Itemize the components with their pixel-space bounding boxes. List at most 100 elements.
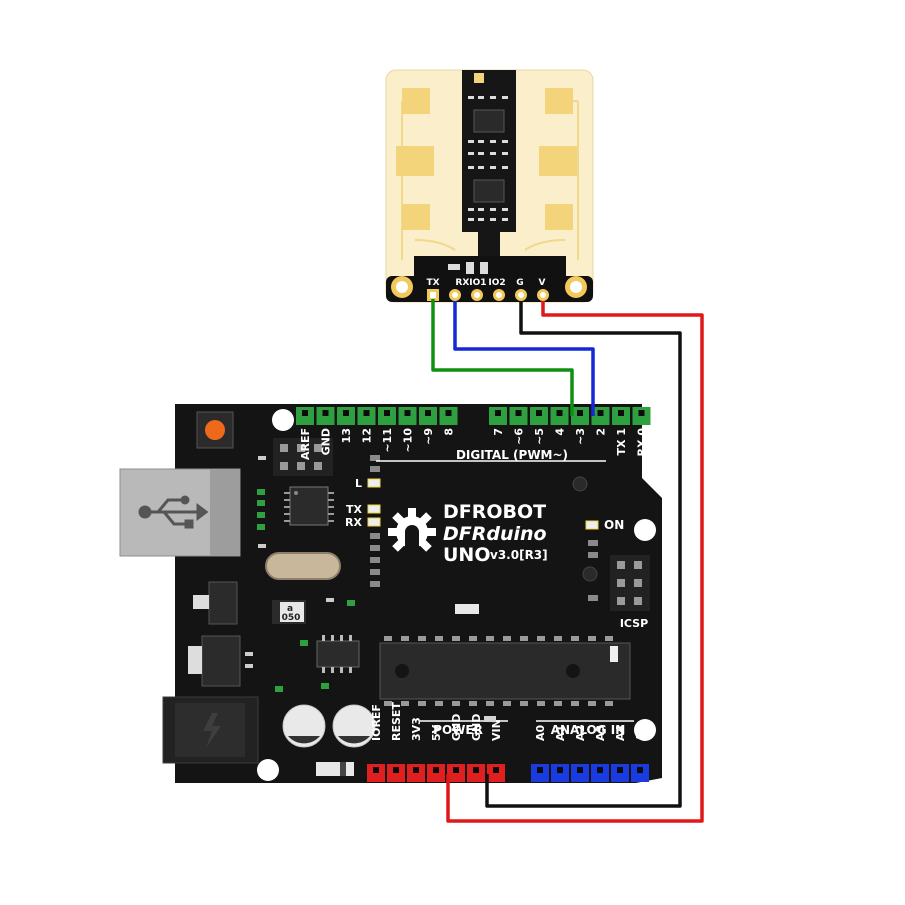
digital-pin-label: ~6 <box>513 428 526 445</box>
power-pin-label: 5V <box>430 724 443 741</box>
crystal-oscillator <box>265 552 341 580</box>
brand-line1: DFROBOT <box>443 501 546 523</box>
antenna-pad <box>545 88 573 114</box>
analog-pin-label: A3 <box>594 725 607 741</box>
digital-pin-hole <box>597 410 604 416</box>
led-rx <box>367 517 381 527</box>
digital-label: DIGITAL (PWM~) <box>456 448 568 462</box>
wire-gnd <box>485 301 682 808</box>
antenna-pad <box>402 88 430 114</box>
digital-pin-label: 2 <box>595 428 608 436</box>
analog-pin-label: A2 <box>574 725 587 741</box>
digital-pin-label: 8 <box>443 428 456 436</box>
power-pin-hole <box>413 767 419 773</box>
digital-pin-hole <box>577 410 583 416</box>
mcu-pins <box>384 636 613 706</box>
mounting-hole <box>272 409 294 431</box>
analog-pin-labels: A0 A1 A2 A3 A4 A5 <box>534 724 647 741</box>
power-pin-hole <box>433 767 439 773</box>
power-pin-hole <box>393 767 399 773</box>
analog-pin-label: A1 <box>554 725 567 741</box>
digital-pin-hole <box>495 410 501 416</box>
digital-pin-hole <box>384 410 390 416</box>
wire-rx <box>453 301 595 416</box>
power-label: POWER <box>433 723 483 737</box>
antenna-pad <box>402 204 430 230</box>
lightning-icon <box>203 713 221 748</box>
mounting-hole <box>257 759 279 781</box>
digital-header[interactable] <box>296 407 651 425</box>
voltage-regulator <box>208 581 238 625</box>
digital-pin-label: ~3 <box>574 428 587 445</box>
digital-pin-label: ~11 <box>381 428 394 453</box>
digital-pin-hole <box>515 410 522 416</box>
analog-header[interactable] <box>531 764 649 782</box>
dfrobot-gear-icon <box>388 508 436 556</box>
sensor-pin-label-g: G <box>516 278 523 288</box>
digital-pin-label: GND <box>320 428 333 455</box>
analog-label: ANALOG IN <box>551 723 626 737</box>
analog-pin-hole <box>637 767 643 773</box>
usb-icon <box>138 495 209 529</box>
antenna-pad <box>396 146 434 176</box>
digital-pin-label: 7 <box>492 428 505 436</box>
mounting-hole <box>634 719 656 741</box>
analog-pin-label: A5 <box>634 725 647 741</box>
power-pin-hole <box>453 767 459 773</box>
analog-pin-hole <box>557 767 563 773</box>
power-pin-label: VIN <box>490 719 503 741</box>
led-on <box>585 520 599 530</box>
arduino-board: a 050 <box>119 404 662 783</box>
digital-pin-label: ~9 <box>422 428 435 445</box>
sensor-pin-label-v: V <box>539 278 546 288</box>
digital-pin-hole <box>404 410 411 416</box>
digital-pin-hole <box>556 410 563 416</box>
digital-pin-label: 13 <box>340 428 353 443</box>
digital-pin-hole <box>536 410 542 416</box>
led-l <box>367 478 381 488</box>
chip-marking-b: 050 <box>282 613 301 623</box>
sensor-pin-pads <box>427 289 549 301</box>
power-pin-label: RESET <box>390 702 403 741</box>
digital-pin-label: 12 <box>361 428 374 443</box>
digital-pin-hole <box>302 410 308 416</box>
brand-line2: DFRduino <box>443 523 547 545</box>
microcontroller-dip28 <box>379 642 631 700</box>
wire-vcc <box>446 301 704 823</box>
led-tx <box>367 504 381 514</box>
analog-pin-hole <box>597 767 603 773</box>
analog-pin-label: A4 <box>614 724 627 741</box>
digital-pin-label: RX 0 <box>636 428 649 457</box>
digital-pin-hole <box>363 410 370 416</box>
sensor-pin-label-tx: TX <box>426 278 439 288</box>
led-label-l: L <box>355 477 362 490</box>
voltage-regulator <box>201 635 241 687</box>
icsp-header-usb <box>273 438 333 476</box>
led-label-rx: RX <box>345 516 362 529</box>
digital-pin-label: AREF <box>299 428 312 460</box>
board-model: UNO <box>443 544 490 566</box>
reset-button-cap[interactable] <box>205 420 225 440</box>
digital-pin-hole <box>618 410 624 416</box>
antenna-pad <box>545 204 573 230</box>
sensor-pin-label-rxio1: RXIO1 <box>455 278 486 288</box>
led-label-tx: TX <box>346 503 363 516</box>
power-header[interactable] <box>367 764 505 782</box>
analog-pin-hole <box>577 767 583 773</box>
mounting-hole <box>634 519 656 541</box>
digital-pin-label: TX 1 <box>615 428 628 455</box>
digital-pin-label: ~5 <box>533 428 546 445</box>
analog-pin-label: A0 <box>534 724 547 741</box>
sensor-pin-label-io2: IO2 <box>488 278 505 288</box>
digital-pin-label: 4 <box>554 428 567 436</box>
on-label: ON <box>604 518 624 532</box>
icsp-header <box>610 555 650 611</box>
diode <box>316 762 354 776</box>
power-pin-hole <box>373 767 379 773</box>
digital-pin-hole <box>425 410 431 416</box>
wire-tx <box>431 299 574 416</box>
digital-pin-hole <box>343 410 349 416</box>
icsp-label: ICSP <box>620 617 648 630</box>
